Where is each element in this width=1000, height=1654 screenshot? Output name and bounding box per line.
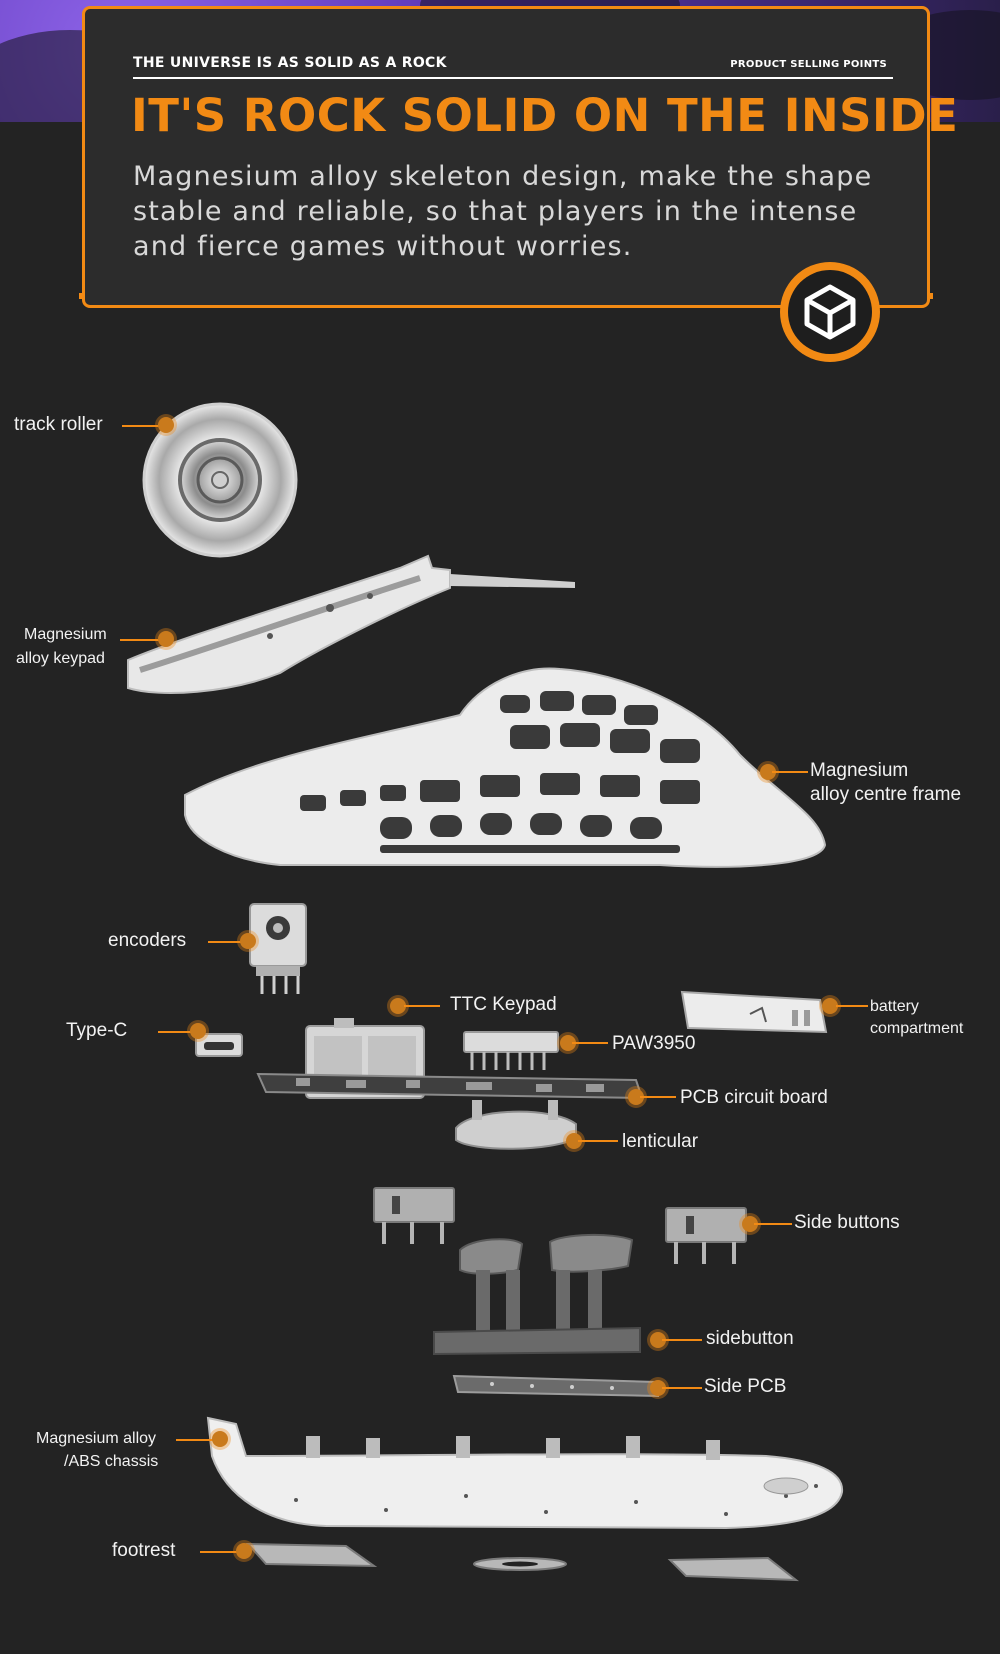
label-keypad-line1: Magnesium — [24, 626, 107, 643]
callout-dot — [822, 998, 838, 1014]
footrest-image — [245, 1542, 378, 1568]
chassis-image — [206, 1416, 844, 1530]
leader-line — [662, 1339, 702, 1341]
pcb-image — [256, 1072, 644, 1100]
label-footrest: footrest — [112, 1540, 176, 1561]
label-encoders: encoders — [108, 930, 187, 951]
label-battery-line1: battery — [870, 998, 919, 1015]
header-panel: THE UNIVERSE IS AS SOLID AS A ROCK PRODU… — [79, 6, 958, 308]
callout-dot — [560, 1035, 576, 1051]
callout-dot — [390, 998, 406, 1014]
label-frame-line1: Magnesium — [810, 760, 909, 781]
label-frame-line2: alloy centre frame — [810, 784, 962, 805]
footrest-right-image — [667, 1556, 800, 1582]
label-sensor: PAW3950 — [612, 1033, 696, 1054]
battery-image — [680, 990, 828, 1034]
leader-line — [572, 1042, 608, 1044]
callout-dot — [650, 1332, 666, 1348]
side-pcb-image — [452, 1374, 660, 1398]
label-ttc-keypad: TTC Keypad — [450, 994, 557, 1015]
callout-dot — [158, 417, 174, 433]
page-title: IT'S ROCK SOLID ON THE INSIDE — [131, 89, 959, 142]
callout-dot — [240, 933, 256, 949]
callout-dot — [236, 1543, 252, 1559]
cube-icon — [804, 284, 856, 340]
leader-line — [122, 425, 164, 427]
label-side-pcb: Side PCB — [704, 1376, 787, 1397]
track-roller-image — [142, 402, 298, 558]
leader-line — [120, 639, 166, 641]
callout-dot — [190, 1023, 206, 1039]
sensor-image — [463, 1031, 559, 1070]
label-lenticular: lenticular — [622, 1131, 699, 1152]
leader-line — [662, 1387, 702, 1389]
footrest-ring-image — [473, 1557, 567, 1571]
callout-dot — [566, 1133, 582, 1149]
leader-line — [772, 771, 808, 773]
leader-line — [404, 1005, 440, 1007]
cube-badge — [780, 262, 880, 362]
label-type-c: Type-C — [66, 1020, 128, 1041]
kicker-text: THE UNIVERSE IS AS SOLID AS A ROCK — [133, 55, 447, 71]
label-chassis-line1: Magnesium alloy — [36, 1430, 157, 1447]
label-sidebutton: sidebutton — [706, 1328, 794, 1349]
label-track-roller: track roller — [14, 414, 103, 435]
leader-line — [836, 1005, 868, 1007]
centre-frame-image — [184, 667, 827, 868]
label-pcb: PCB circuit board — [680, 1087, 828, 1108]
header-divider — [133, 77, 893, 79]
body-copy: Magnesium alloy skeleton design, make th… — [133, 161, 873, 262]
callout-dot — [628, 1089, 644, 1105]
encoder-image — [249, 903, 307, 994]
callout-dot — [742, 1216, 758, 1232]
callout-dot — [650, 1380, 666, 1396]
label-chassis-line2: /ABS chassis — [64, 1453, 159, 1470]
leader-line — [208, 941, 248, 943]
callout-dot — [212, 1431, 228, 1447]
sidebutton-image — [433, 1233, 641, 1356]
label-side-buttons: Side buttons — [794, 1212, 900, 1233]
section-tag: PRODUCT SELLING POINTS — [730, 59, 887, 70]
leader-line — [640, 1096, 676, 1098]
type-c-image — [195, 1033, 243, 1057]
panel-notch — [79, 293, 85, 299]
label-keypad-line2: alloy keypad — [16, 650, 105, 667]
lenticular-image — [455, 1100, 577, 1150]
leader-line — [200, 1551, 244, 1553]
leader-line — [578, 1140, 618, 1142]
callout-dot — [760, 764, 776, 780]
keypad-image — [127, 554, 575, 694]
panel-notch — [927, 293, 933, 299]
leader-line — [176, 1439, 220, 1441]
label-battery-line2: compartment — [870, 1020, 964, 1037]
leader-line — [754, 1223, 792, 1225]
side-button-left-image — [373, 1187, 455, 1244]
callout-dot — [158, 631, 174, 647]
side-button-right-image — [665, 1207, 747, 1264]
leader-line — [158, 1031, 194, 1033]
